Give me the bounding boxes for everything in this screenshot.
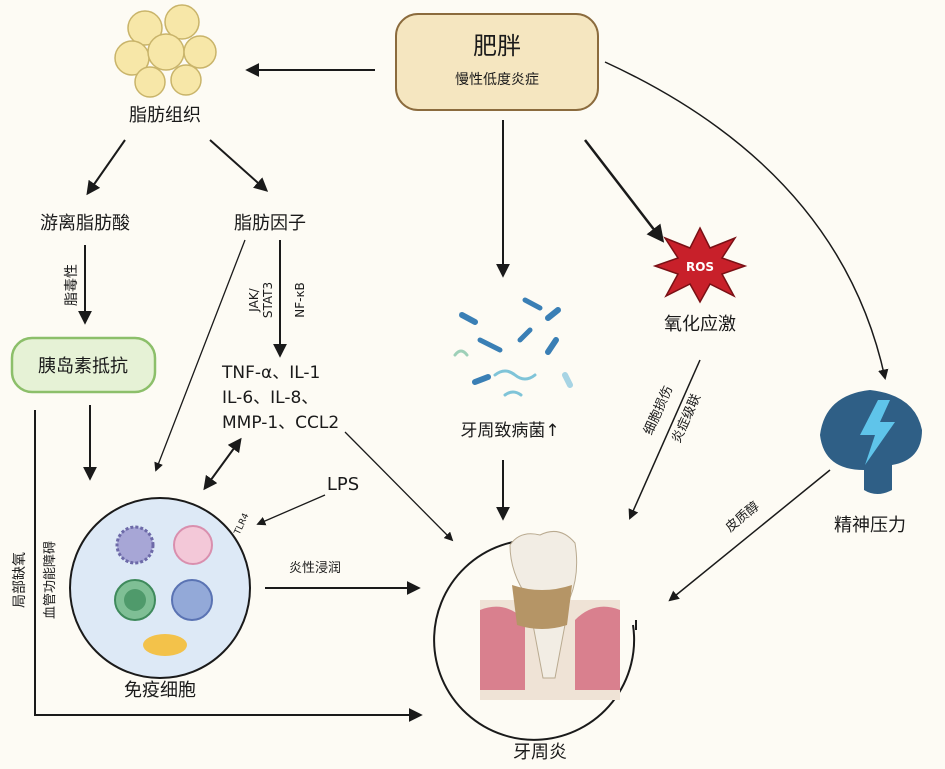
insulin-resistance-box <box>10 336 157 394</box>
obesity-subtitle: 慢性低度炎症 <box>455 71 539 88</box>
bacteria-icon <box>453 297 573 397</box>
insulin-resistance-label: 胰岛素抵抗 <box>38 356 128 377</box>
vascular-dysfunction-label: 血管功能障碍 <box>43 541 58 619</box>
obesity-box <box>395 13 599 111</box>
periodontitis-label: 牙周炎 <box>513 742 567 763</box>
jak-label: JAK/ <box>247 287 261 312</box>
cytokine-line: IL-6、IL-8、 <box>222 388 318 408</box>
arrow-adipose-adipokines <box>209 139 269 192</box>
arrow-lps-immune <box>256 494 326 526</box>
immune-cells-icon <box>114 525 213 656</box>
arrow-hypoxia <box>34 410 423 722</box>
stat3-label: STAT3 <box>261 282 275 318</box>
adipokines-label: 脂肪因子 <box>234 213 306 234</box>
lipotoxicity-label: 脂毒性 <box>64 264 80 306</box>
pathogens-label: 牙周致病菌↑ <box>460 421 559 441</box>
adipose-tissue-label: 脂肪组织 <box>129 105 201 126</box>
adipose-cells-icon <box>114 4 217 98</box>
ros-star-icon <box>652 226 748 304</box>
tlr4-label: TLR4 <box>232 512 251 538</box>
arrow-adipose-ffa <box>86 139 126 196</box>
infiltration-label: 炎性浸润 <box>289 561 341 576</box>
arrow-cytokines-immune <box>203 437 242 491</box>
tooth-icon <box>480 530 620 700</box>
hypoxia-label: 局部缺氧 <box>12 552 28 608</box>
cell-damage-label: 细胞损伤 <box>641 384 676 438</box>
cytokine-line: TNF-α、IL-1 <box>221 363 320 383</box>
obesity-title: 肥胖 <box>473 32 521 60</box>
stress-label: 精神压力 <box>834 515 906 536</box>
lps-label: LPS <box>327 474 359 495</box>
oxidative-stress-label: 氧化应激 <box>664 314 736 335</box>
arrow-ros-tooth <box>628 359 701 520</box>
nfkb-label: NF-κB <box>293 282 307 318</box>
arrow-adipokines-immune <box>154 239 246 472</box>
brain-icon <box>820 390 922 494</box>
ros-badge: ROS <box>686 260 714 274</box>
cytokine-line: MMP-1、CCL2 <box>222 413 339 433</box>
arrows <box>34 61 889 722</box>
arrow-cytokines-tooth <box>344 431 454 542</box>
ffa-label: 游离脂肪酸 <box>40 213 130 234</box>
immune-cells-label: 免疫细胞 <box>124 680 196 701</box>
arrow-obesity-stress <box>604 61 889 381</box>
arrow-stress-tooth <box>668 469 831 602</box>
arrow-obesity-ros <box>584 139 665 243</box>
